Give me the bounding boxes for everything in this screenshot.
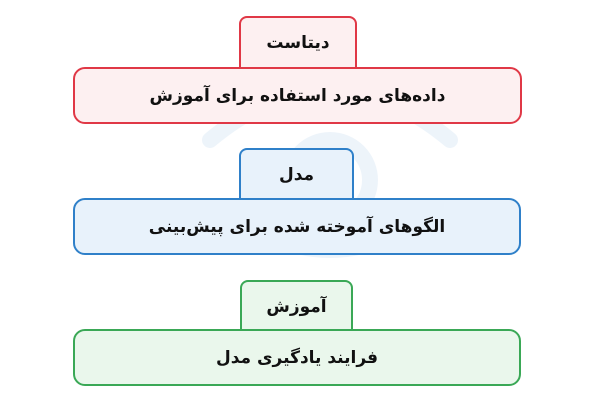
tag-training: آموزش	[240, 280, 353, 332]
tag-dataset: دیتاست	[239, 16, 357, 68]
box-training-description: فرایند یادگیری مدل	[73, 329, 521, 386]
tag-model: مدل	[239, 148, 354, 200]
box-dataset-description: داده‌های مورد استفاده برای آموزش	[73, 67, 522, 124]
box-model-description: الگوهای آموخته شده برای پیش‌بینی	[73, 198, 521, 255]
